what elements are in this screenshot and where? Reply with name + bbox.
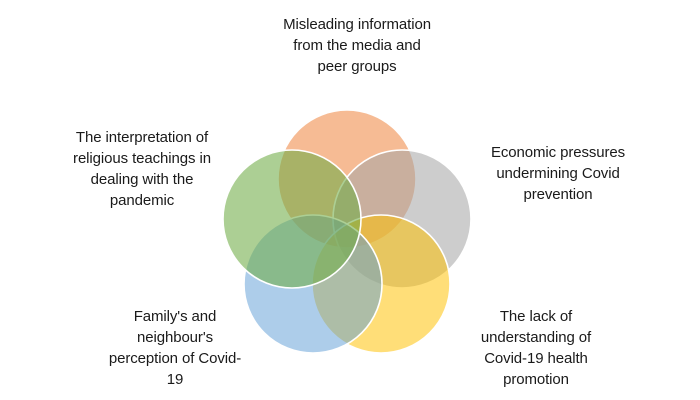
- label-economic-pressures: Economic pressures undermining Covid pre…: [490, 144, 626, 203]
- label-misleading-media: Misleading information from the media an…: [283, 16, 431, 75]
- venn-circle-religious-teachings: [222, 149, 362, 289]
- label-religious-teachings: The interpretation of religious teaching…: [73, 129, 211, 209]
- label-family-neighbour-perception: Family's and neighbour's perception of C…: [108, 308, 242, 388]
- label-lack-of-understanding: The lack of understanding of Covid-19 he…: [480, 308, 592, 388]
